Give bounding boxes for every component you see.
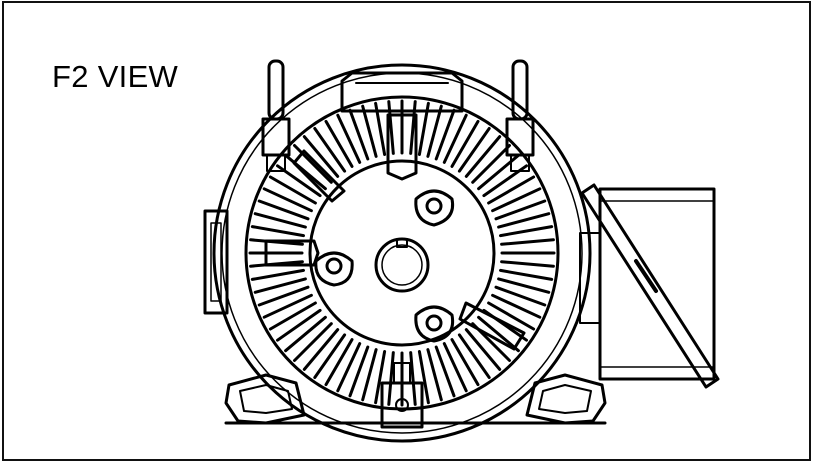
fin — [491, 293, 542, 319]
fin — [497, 277, 551, 294]
fin — [250, 225, 305, 238]
fin — [262, 187, 313, 213]
fin — [324, 338, 354, 387]
fin — [276, 164, 322, 198]
fin — [464, 135, 502, 178]
fin — [457, 333, 491, 379]
fin — [268, 301, 317, 331]
fin — [348, 345, 370, 398]
fin — [313, 127, 347, 173]
fin — [494, 199, 547, 221]
fin — [426, 348, 443, 402]
fin — [268, 175, 317, 205]
fin — [374, 101, 387, 156]
fin — [293, 144, 333, 184]
fin — [361, 348, 378, 402]
fin — [471, 144, 511, 184]
fin — [426, 104, 443, 158]
fin — [276, 308, 322, 342]
conduit-box — [579, 183, 720, 389]
fin — [500, 260, 555, 268]
fin — [324, 119, 354, 168]
fin — [477, 153, 520, 191]
fin — [477, 315, 520, 353]
fin — [457, 127, 491, 173]
hub-plate — [308, 159, 496, 347]
fin — [487, 175, 536, 205]
fin — [450, 338, 480, 387]
fin — [387, 351, 395, 406]
shaft-key — [396, 238, 408, 248]
bolt-bosses — [314, 189, 455, 343]
fin — [409, 100, 417, 155]
fin — [284, 315, 327, 353]
fin — [409, 351, 417, 406]
fin — [450, 119, 480, 168]
fin — [262, 293, 313, 319]
fin — [250, 268, 305, 281]
fin — [361, 104, 378, 158]
fin — [442, 113, 468, 164]
fin — [374, 350, 387, 405]
fin — [348, 108, 370, 161]
fin — [494, 285, 547, 307]
fin — [417, 350, 430, 405]
fin — [500, 238, 555, 246]
fin — [387, 100, 395, 155]
fin — [257, 285, 310, 307]
fin — [417, 101, 430, 156]
fin — [487, 301, 536, 331]
fin — [313, 333, 347, 379]
view-title: F2 VIEW — [52, 59, 179, 94]
fin — [293, 322, 333, 362]
fin — [253, 277, 307, 294]
fin — [499, 225, 554, 238]
fin — [302, 135, 340, 178]
fin — [499, 268, 554, 281]
drawing-frame: F2 VIEW — [2, 1, 811, 461]
fin — [434, 108, 456, 161]
motor-drawing — [203, 59, 720, 443]
motor-frame-outer — [212, 63, 592, 443]
fin — [482, 164, 528, 198]
fin — [336, 113, 362, 164]
fin — [434, 345, 456, 398]
fin — [257, 199, 310, 221]
fin — [284, 153, 327, 191]
fin — [497, 212, 551, 229]
cooling-fins — [248, 99, 556, 407]
fin — [491, 187, 542, 213]
left-pad — [203, 209, 229, 315]
fin — [253, 212, 307, 229]
hub-spokes — [264, 113, 526, 351]
fin — [464, 328, 502, 371]
fin — [302, 328, 340, 371]
fan-cover-ring — [244, 95, 560, 411]
fin — [336, 342, 362, 393]
fin — [442, 342, 468, 393]
